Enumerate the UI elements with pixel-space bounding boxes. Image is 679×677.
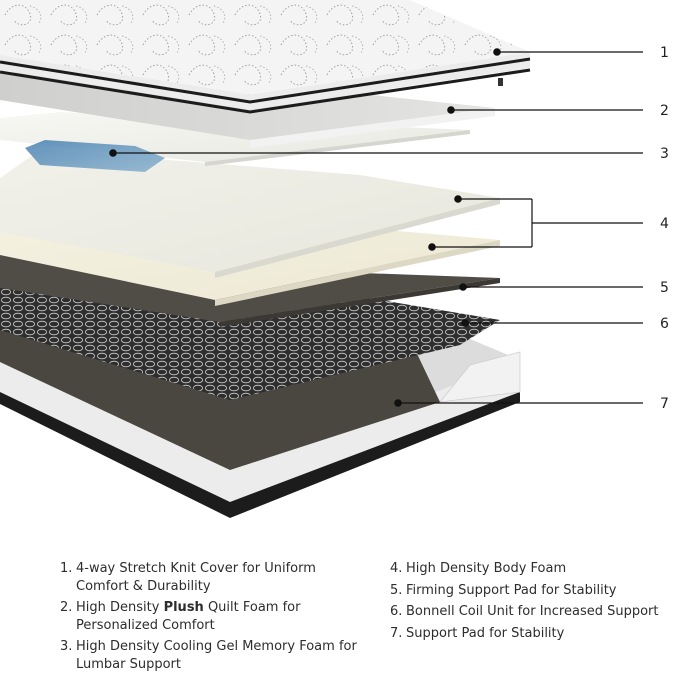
legend-item-number: 4. xyxy=(390,561,403,576)
legend-item-3: 3. High Density Cooling Gel Memory Foam … xyxy=(60,638,360,673)
legend-item-text: High Density Body Foam xyxy=(406,561,567,576)
callout-3: 3 xyxy=(660,146,669,162)
legend-item-text: Bonnell Coil Unit for Increased Support xyxy=(406,604,659,619)
legend-item-text: Firming Support Pad for Stability xyxy=(406,582,617,598)
callout-numbers: 1 2 3 4 5 6 7 xyxy=(660,45,669,412)
legend-item-text: High Density Cooling Gel Memory Foam for… xyxy=(76,639,357,672)
legend-item-5: 5. Firming Support Pad for Stability xyxy=(390,582,679,600)
callout-4: 4 xyxy=(660,216,669,232)
legend-item-6: 6. Bonnell Coil Unit for Increased Suppo… xyxy=(390,603,679,621)
mattress-layers-diagram: 1 2 3 4 5 6 7 xyxy=(0,0,669,518)
legend-right-column: 4. High Density Body Foam 5. Firming Sup… xyxy=(390,560,679,646)
legend-item-number: 5. xyxy=(390,582,403,598)
layer-knit-cover xyxy=(0,0,531,114)
layer-coil-unit xyxy=(0,285,500,400)
legend-item-number: 2. xyxy=(60,600,73,615)
legend-item-text-post: Quilt Foam for Personalized Comfort xyxy=(76,600,301,633)
legend-item-number: 3. xyxy=(60,639,73,654)
legend-item-4: 4. High Density Body Foam xyxy=(390,560,679,578)
legend-item-number: 6. xyxy=(390,604,403,619)
legend-item-text-bold: Plush xyxy=(163,600,204,615)
callout-5: 5 xyxy=(660,280,669,296)
legend-left-column: 1. 4-way Stretch Knit Cover for Uniform … xyxy=(60,560,360,677)
layer-body-foam-upper xyxy=(0,150,500,278)
legend-item-1: 1. 4-way Stretch Knit Cover for Uniform … xyxy=(60,560,360,595)
legend-item-7: 7. Support Pad for Stability xyxy=(390,625,679,643)
legend-item-text: 4-way Stretch Knit Cover for Uniform Com… xyxy=(76,561,316,594)
legend-item-text-pre: High Density xyxy=(76,600,164,615)
callout-6: 6 xyxy=(660,316,669,332)
legend-item-2: 2. High Density Plush Quilt Foam for Per… xyxy=(60,599,360,634)
callout-7: 7 xyxy=(660,396,669,412)
legend-item-text: Support Pad for Stability xyxy=(406,625,565,641)
callout-2: 2 xyxy=(660,103,669,119)
callout-leaders xyxy=(109,48,643,407)
legend-item-number: 7. xyxy=(390,625,403,641)
callout-1: 1 xyxy=(660,45,669,61)
legend-item-number: 1. xyxy=(60,561,73,576)
